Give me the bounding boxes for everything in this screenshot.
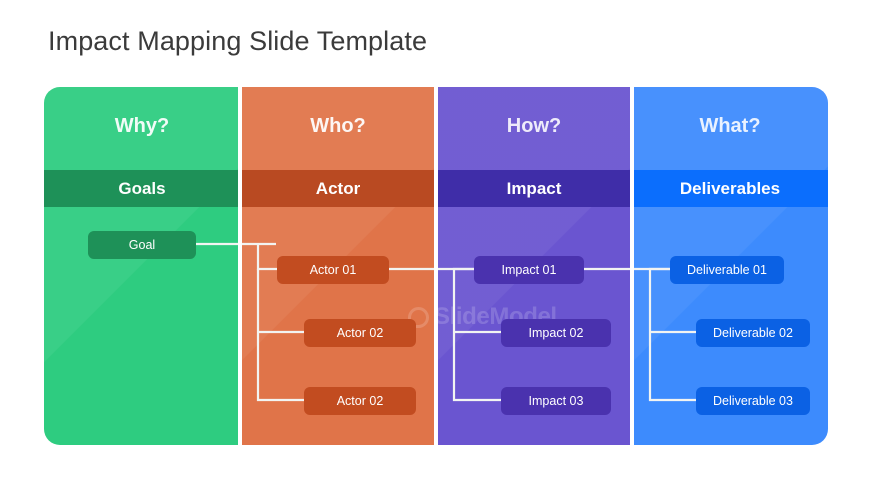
column-divider bbox=[238, 87, 242, 445]
node-actor-01[interactable]: Actor 01 bbox=[277, 256, 389, 284]
column-who-question: Who? bbox=[310, 115, 366, 137]
node-deliverable-01[interactable]: Deliverable 01 bbox=[670, 256, 784, 284]
node-impact-02[interactable]: Impact 02 bbox=[501, 319, 611, 347]
node-actor-02[interactable]: Actor 02 bbox=[304, 319, 416, 347]
column-how-question: How? bbox=[506, 115, 562, 137]
column-divider bbox=[434, 87, 438, 445]
node-deliverable-03[interactable]: Deliverable 03 bbox=[696, 387, 810, 415]
column-what-band: Deliverables bbox=[632, 170, 828, 207]
sheen-overlay bbox=[44, 87, 240, 445]
node-actor-03[interactable]: Actor 02 bbox=[304, 387, 416, 415]
node-goal[interactable]: Goal bbox=[88, 231, 196, 259]
node-deliverable-02[interactable]: Deliverable 02 bbox=[696, 319, 810, 347]
column-why[interactable]: Why? Goals bbox=[44, 87, 242, 445]
node-impact-03[interactable]: Impact 03 bbox=[501, 387, 611, 415]
column-why-band: Goals bbox=[44, 170, 240, 207]
column-what-question: What? bbox=[699, 115, 761, 137]
column-why-question: Why? bbox=[114, 115, 170, 137]
column-divider bbox=[630, 87, 634, 445]
page-title: Impact Mapping Slide Template bbox=[48, 26, 428, 56]
column-how-band: Impact bbox=[436, 170, 632, 207]
impact-map-board: Why? Goals Who? Actor How? Impact What? … bbox=[44, 87, 828, 445]
column-who-band: Actor bbox=[240, 170, 436, 207]
node-impact-01[interactable]: Impact 01 bbox=[474, 256, 584, 284]
